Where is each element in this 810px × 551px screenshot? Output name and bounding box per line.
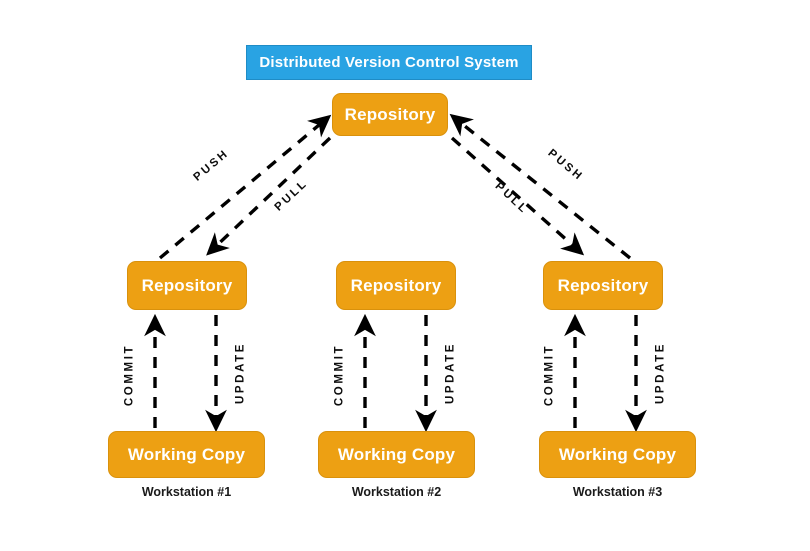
diagram-title: Distributed Version Control System [246, 45, 532, 80]
edge-label-pull-3: PULL [492, 180, 531, 217]
working-copy-node-workstation-2[interactable]: Working Copy [318, 431, 475, 478]
edge-label-update-1: UPDATE [234, 341, 247, 405]
edge-label-push-1: PUSH [191, 147, 232, 184]
station-label-workstation-2: Workstation #2 [351, 485, 442, 499]
central-repository-node[interactable]: Repository [332, 93, 448, 136]
repository-node-workstation-2[interactable]: Repository [336, 261, 456, 310]
edge-label-commit-1: COMMIT [123, 343, 136, 407]
edge-label-commit-2: COMMIT [333, 343, 346, 407]
edge-push-3 [449, 113, 632, 260]
edge-label-pull-1: PULL [272, 177, 311, 214]
edge-label-update-3: UPDATE [654, 341, 667, 405]
working-copy-node-workstation-1[interactable]: Working Copy [108, 431, 265, 478]
repository-node-workstation-3[interactable]: Repository [543, 261, 663, 310]
station-label-workstation-3: Workstation #3 [572, 485, 663, 499]
working-copy-node-workstation-3[interactable]: Working Copy [539, 431, 696, 478]
edge-label-push-3: PUSH [545, 147, 586, 184]
edge-label-commit-3: COMMIT [543, 343, 556, 407]
station-label-workstation-1: Workstation #1 [141, 485, 232, 499]
edge-label-update-2: UPDATE [444, 341, 457, 405]
repository-node-workstation-1[interactable]: Repository [127, 261, 247, 310]
